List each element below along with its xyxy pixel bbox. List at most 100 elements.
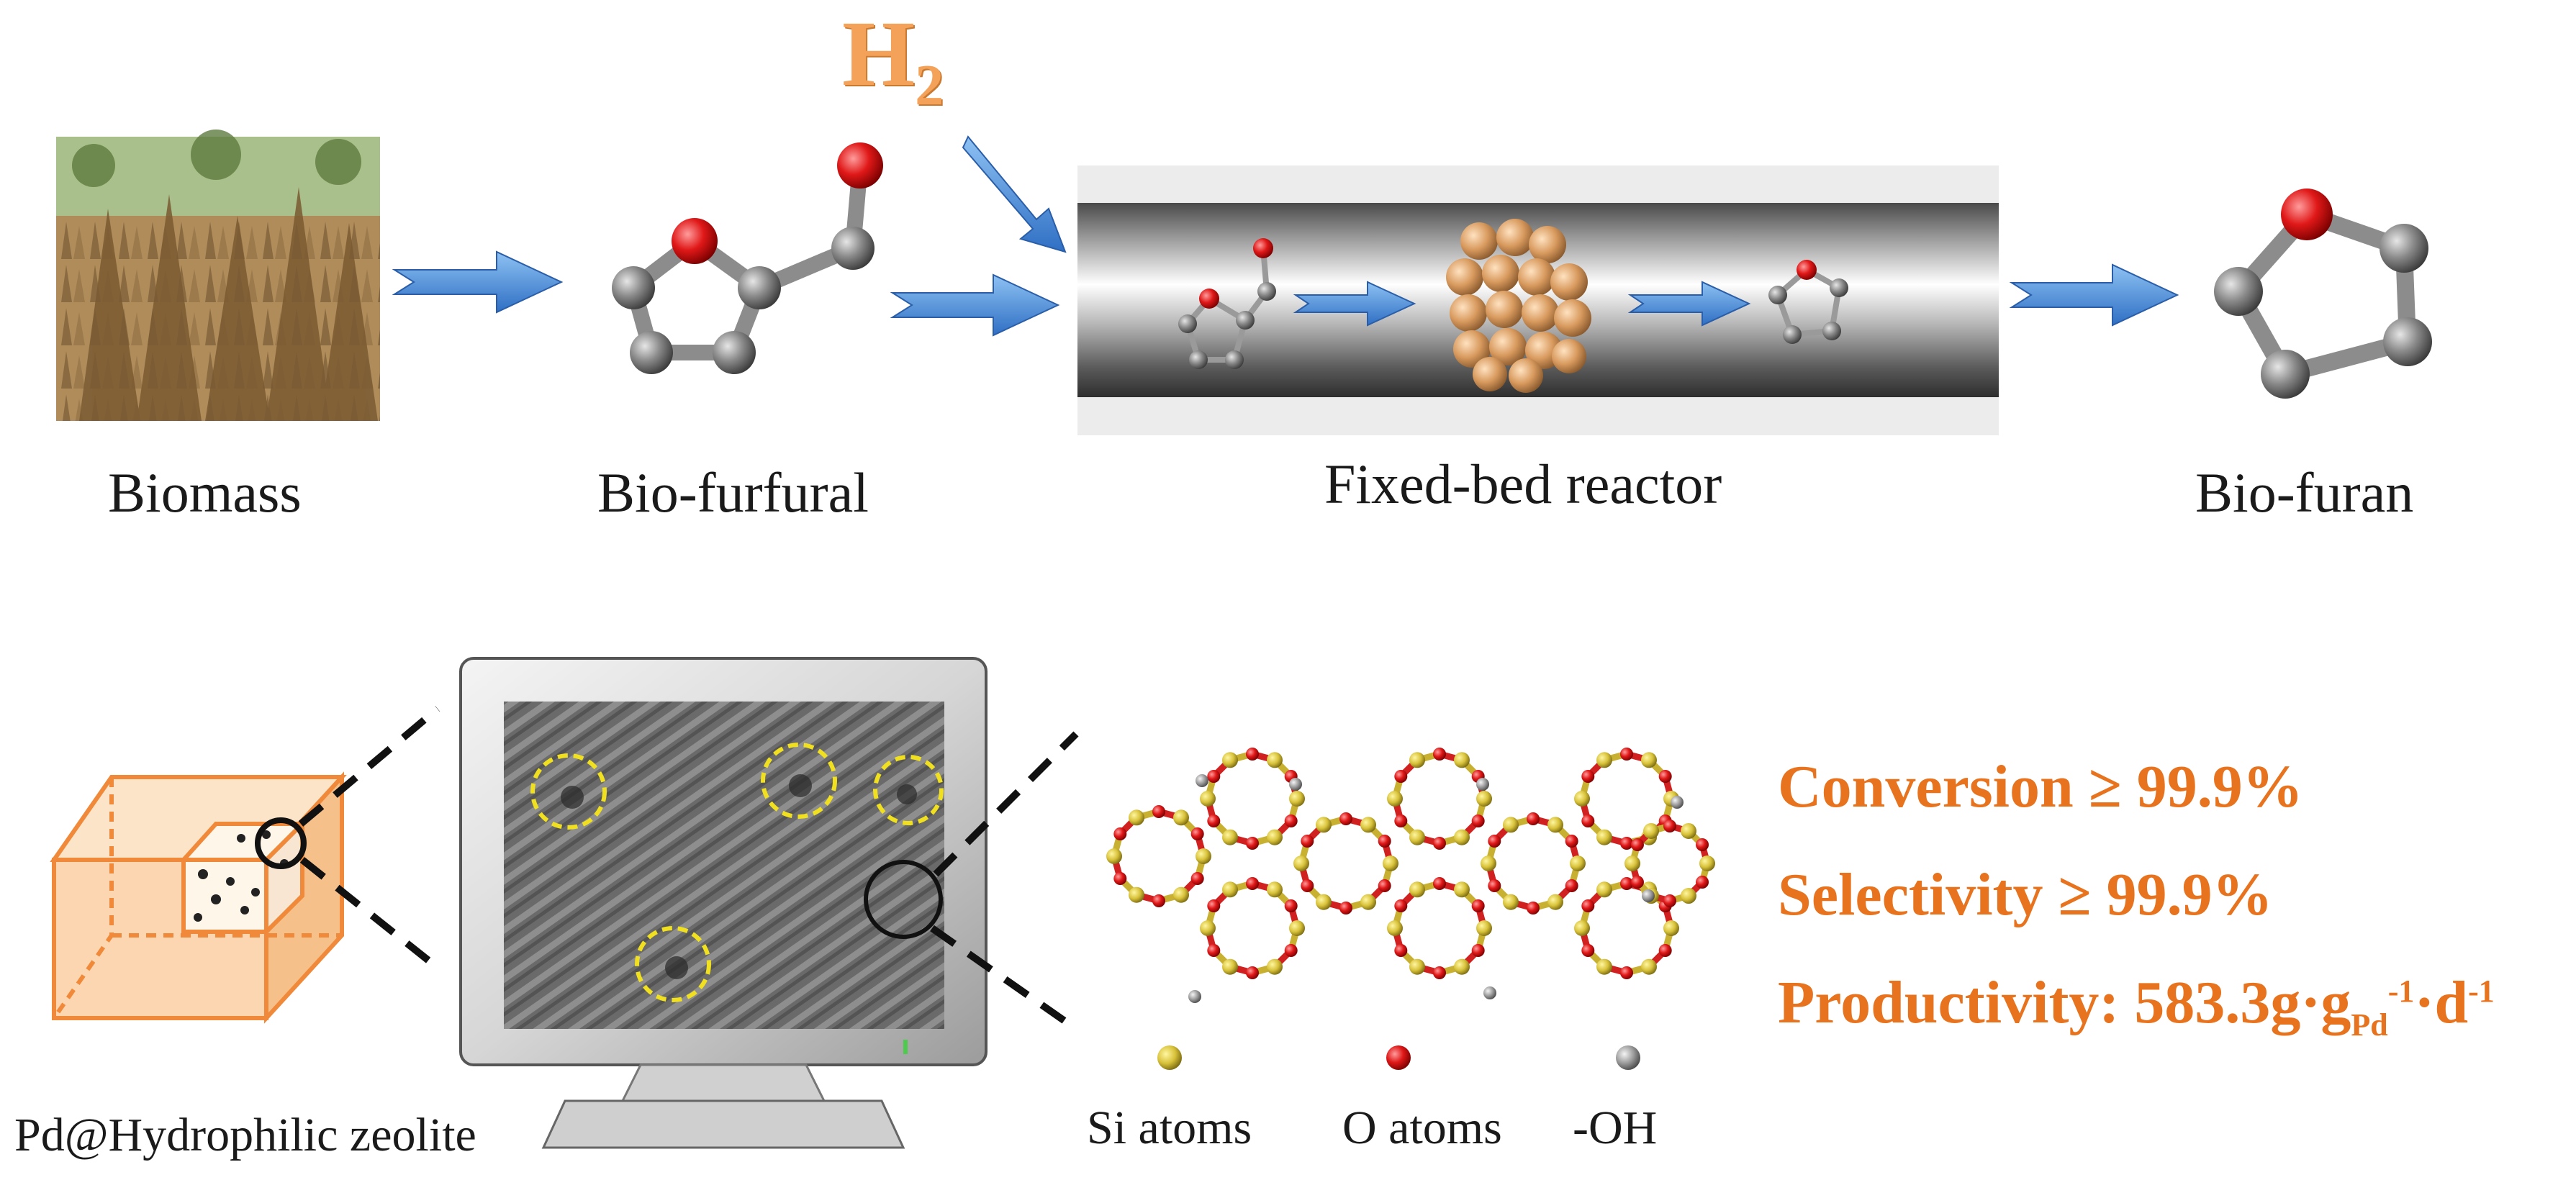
si-atom (1570, 856, 1586, 871)
si-atom (1289, 791, 1305, 807)
si-atom (1476, 920, 1492, 936)
si-atom (1267, 958, 1283, 975)
reactor-arrow-2 (1627, 281, 1751, 327)
tem-monitor (459, 657, 988, 1149)
si-atom (1454, 881, 1470, 898)
reactor-furan-molecule (1768, 260, 1848, 344)
legend-o-label: O atoms (1342, 1102, 1502, 1154)
si-atom (1574, 791, 1590, 807)
o-atom (1378, 835, 1391, 848)
bio-furfural-label: Bio-furfural (597, 461, 869, 524)
si-atom (1574, 920, 1590, 936)
o-atom (1246, 877, 1259, 890)
furfural-molecule (612, 142, 883, 374)
si-atom (1699, 856, 1715, 871)
o-atom (1581, 814, 1595, 827)
catalyst-label: Pd@Hydrophilic zeolite (14, 1109, 476, 1161)
si-atom (1503, 894, 1519, 910)
framework-ring (1106, 805, 1211, 907)
framework-ring (1293, 812, 1398, 914)
si-atom (1173, 886, 1189, 903)
o-atom (1301, 879, 1314, 892)
fixed-bed-reactor (1077, 165, 1999, 435)
arrow-furfural-to-reactor (890, 273, 1060, 337)
o-atom (1581, 770, 1595, 783)
oh-group (1671, 796, 1684, 809)
si-atom (1267, 752, 1283, 768)
o-atom (1301, 835, 1314, 848)
biomass-label: Biomass (108, 461, 302, 524)
si-atom (1596, 829, 1612, 845)
o-atom (1663, 820, 1676, 832)
si-atom (1222, 829, 1238, 845)
si-atom (1267, 829, 1283, 845)
o-atom (1152, 805, 1165, 818)
reactor-furfural-molecule (1178, 238, 1276, 369)
si-atom (1267, 881, 1283, 898)
si-atom (1681, 822, 1696, 839)
si-atom (1222, 752, 1238, 768)
o-atom (1581, 899, 1595, 912)
si-atom (1129, 886, 1144, 903)
legend-o-marker (1386, 1045, 1411, 1070)
zeolite-box (50, 771, 347, 1024)
zoom-lines-left (298, 706, 440, 971)
framework-ring (1200, 748, 1305, 850)
si-atom (1200, 791, 1216, 807)
o-atom (1113, 872, 1127, 885)
si-atom (1547, 817, 1563, 833)
si-atom (1360, 894, 1376, 910)
framework-ring (1574, 877, 1679, 979)
pd-highlight-circles (530, 743, 944, 1002)
si-atom (1409, 958, 1425, 975)
si-atom (1196, 848, 1211, 864)
o-atom (1207, 770, 1221, 783)
o-atom (1527, 902, 1540, 914)
si-atom (1454, 752, 1470, 768)
si-atom (1503, 817, 1519, 833)
si-atom (1643, 822, 1659, 839)
bio-furan-label: Bio-furan (2195, 461, 2414, 524)
si-atom (1409, 881, 1425, 898)
si-atom (1293, 856, 1309, 871)
si-atom (1409, 829, 1425, 845)
o-atom (1433, 877, 1446, 890)
reactor-label: Fixed-bed reactor (1324, 453, 1722, 515)
si-atom (1641, 958, 1657, 975)
o-atom (1527, 812, 1540, 825)
si-atom (1624, 856, 1640, 871)
o-atom (1488, 835, 1501, 848)
o-atom (1471, 944, 1485, 957)
furan-molecule (2214, 189, 2432, 399)
o-atom (1339, 902, 1352, 914)
o-atom (1620, 837, 1633, 850)
o-atom (1565, 879, 1578, 892)
si-atom (1481, 856, 1496, 871)
si-atom (1360, 817, 1376, 833)
si-atom (1383, 856, 1398, 871)
arrow-reactor-to-furan (2009, 263, 2179, 327)
o-atom (1471, 899, 1485, 912)
si-atom (1454, 958, 1470, 975)
si-atom (1641, 752, 1657, 768)
si-atom (1547, 894, 1563, 910)
si-atom (1129, 809, 1144, 826)
o-atom (1394, 770, 1408, 783)
si-atom (1200, 920, 1216, 936)
o-atom (1113, 827, 1127, 840)
o-atom (1284, 944, 1298, 957)
si-atom (1596, 752, 1612, 768)
si-atom (1316, 817, 1332, 833)
o-atom (1394, 944, 1408, 957)
o-atom (1663, 894, 1676, 907)
framework-ring (1387, 748, 1492, 850)
si-atom (1106, 848, 1122, 864)
o-atom (1246, 966, 1259, 979)
o-atom (1207, 944, 1221, 957)
o-atom (1246, 837, 1259, 850)
si-atom (1289, 920, 1305, 936)
o-atom (1433, 837, 1446, 850)
zeolite-framework (1106, 748, 1715, 1003)
arrow-biomass-to-furfural (392, 250, 564, 314)
o-atom (1620, 966, 1633, 979)
